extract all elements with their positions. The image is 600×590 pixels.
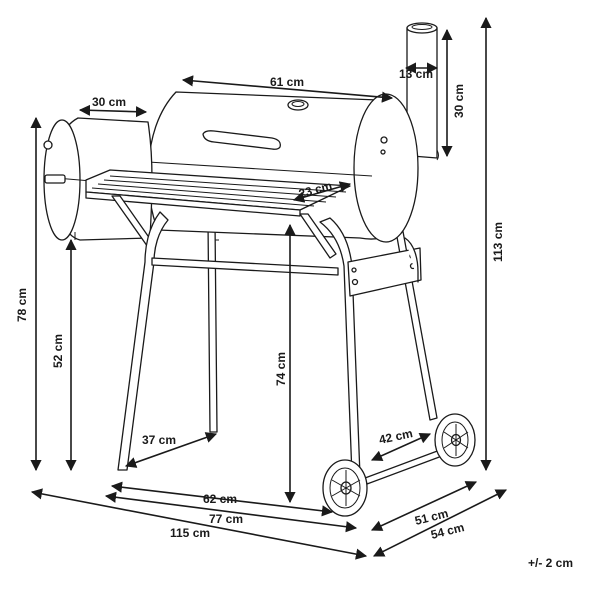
label-chimney-diameter: 13 cm xyxy=(399,67,433,81)
label-base-width: 77 cm xyxy=(209,512,243,526)
label-inner-width: 62 cm xyxy=(203,492,237,506)
label-leg-span-right: 42 cm xyxy=(378,426,414,447)
front-frame xyxy=(117,211,443,485)
label-side-height: 78 cm xyxy=(15,288,29,322)
dim-line-shelf-depth xyxy=(292,181,352,203)
label-lid-length: 61 cm xyxy=(270,75,304,89)
grill-illustration xyxy=(43,22,476,517)
main-chamber xyxy=(147,91,419,243)
dimension-lines xyxy=(30,16,508,560)
dim-line-firebox-length xyxy=(78,104,148,118)
dimension-labels: 61 cm 30 cm 13 cm 30 cm 23 cm 113 cm 78 … xyxy=(15,67,573,570)
rear-wheel xyxy=(434,413,476,467)
dim-line-leg-span-right xyxy=(370,433,432,461)
label-chimney-height: 30 cm xyxy=(452,84,466,118)
label-tolerance: +/- 2 cm xyxy=(528,556,573,570)
dim-line-total-depth xyxy=(372,489,508,557)
label-leg-span-left: 37 cm xyxy=(142,433,176,447)
chimney xyxy=(381,22,439,161)
label-total-width: 115 cm xyxy=(170,526,210,540)
dim-line-leg-span-left xyxy=(124,432,218,468)
dim-line-total-width xyxy=(30,488,368,560)
dim-line-lid-length xyxy=(181,75,394,103)
label-firebox-length: 30 cm xyxy=(92,95,126,109)
label-total-height: 113 cm xyxy=(491,222,505,262)
label-grill-height: 74 cm xyxy=(274,352,288,386)
front-wheel xyxy=(322,459,368,517)
rear-leg-left xyxy=(207,221,218,433)
label-shelf-height: 52 cm xyxy=(51,334,65,368)
front-shelf xyxy=(85,169,351,259)
